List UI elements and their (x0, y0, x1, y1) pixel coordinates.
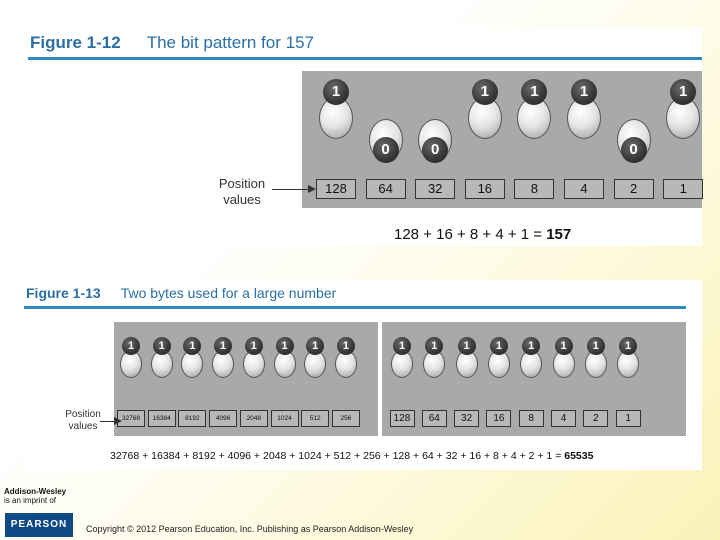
sum-result-2: 65535 (564, 450, 593, 462)
bit-value: 1 (670, 79, 696, 105)
position-value-box: 256 (332, 410, 360, 427)
bit-value: 1 (276, 337, 294, 355)
bit-value: 1 (619, 337, 637, 355)
position-value-box: 128 (390, 410, 415, 427)
bit-value: 1 (393, 337, 411, 355)
sum-equation-2: 32768 + 16384 + 8192 + 4096 + 2048 + 102… (110, 450, 593, 462)
figure-1-13-caption: Two bytes used for a large number (121, 285, 337, 301)
figure-1-12-rule (28, 57, 702, 60)
position-label-2-line-2: values (54, 421, 112, 433)
position-label-line-2: values (204, 192, 280, 208)
position-value-box: 4 (551, 410, 576, 427)
figure-1-13: Figure 1-13 Two bytes used for a large n… (24, 280, 702, 470)
position-value-box: 4096 (209, 410, 237, 427)
position-value-box: 8 (514, 179, 554, 199)
position-value-box: 16 (486, 410, 511, 427)
position-value-box: 2 (583, 410, 608, 427)
bit-value: 1 (490, 337, 508, 355)
bit-value: 0 (422, 137, 448, 163)
position-label-line-1: Position (204, 176, 280, 192)
publisher-imprint: is an imprint of (4, 496, 76, 505)
position-value-box: 8192 (178, 410, 206, 427)
position-value-box: 16384 (148, 410, 176, 427)
bit-value: 1 (153, 337, 171, 355)
bit-value: 1 (458, 337, 476, 355)
bit-value: 0 (373, 137, 399, 163)
position-value-box: 2048 (240, 410, 268, 427)
position-value-box: 1 (663, 179, 703, 199)
sum-equation: 128 + 16 + 8 + 4 + 1 = 157 (394, 226, 571, 243)
position-value-box: 2 (614, 179, 654, 199)
position-arrow-head (308, 185, 316, 193)
bit-value: 1 (587, 337, 605, 355)
sum-terms-2: 32768 + 16384 + 8192 + 4096 + 2048 + 102… (110, 450, 564, 462)
position-arrow-line (272, 189, 310, 190)
figure-1-13-number: Figure 1-13 (26, 285, 101, 301)
position-value-box: 32 (415, 179, 455, 199)
figure-1-13-rule (24, 306, 686, 309)
figure-1-12-number: Figure 1-12 (30, 33, 121, 53)
position-value-box: 16 (465, 179, 505, 199)
position-value-box: 512 (301, 410, 329, 427)
position-value-box: 4 (564, 179, 604, 199)
publisher-name: Addison-Wesley (4, 487, 76, 496)
position-value-box: 64 (422, 410, 447, 427)
figure-1-12-title: Figure 1-12 The bit pattern for 157 (30, 33, 314, 53)
bit-value: 1 (571, 79, 597, 105)
position-value-box: 1 (616, 410, 641, 427)
position-arrow-head-2 (114, 417, 122, 425)
figure-1-13-title: Figure 1-13 Two bytes used for a large n… (26, 285, 336, 301)
position-value-box: 128 (316, 179, 356, 199)
bit-value: 1 (245, 337, 263, 355)
publisher-info: Addison-Wesley is an imprint of (4, 487, 76, 505)
bit-value: 1 (555, 337, 573, 355)
bit-value: 0 (621, 137, 647, 163)
position-values-label: Position values (204, 176, 280, 207)
position-value-box: 32 (454, 410, 479, 427)
bit-value: 1 (214, 337, 232, 355)
copyright-text: Copyright © 2012 Pearson Education, Inc.… (86, 524, 413, 534)
bit-value: 1 (323, 79, 349, 105)
position-label-2-line-1: Position (54, 409, 112, 421)
bit-value: 1 (337, 337, 355, 355)
position-value-box: 64 (366, 179, 406, 199)
figure-1-12-caption: The bit pattern for 157 (147, 33, 314, 53)
sum-result: 157 (546, 226, 571, 243)
sum-terms: 128 + 16 + 8 + 4 + 1 = (394, 226, 546, 243)
bit-value: 1 (472, 79, 498, 105)
pearson-logo: PEARSON (5, 513, 73, 537)
position-value-box: 1024 (271, 410, 299, 427)
position-value-box: 8 (519, 410, 544, 427)
bit-value: 1 (122, 337, 140, 355)
